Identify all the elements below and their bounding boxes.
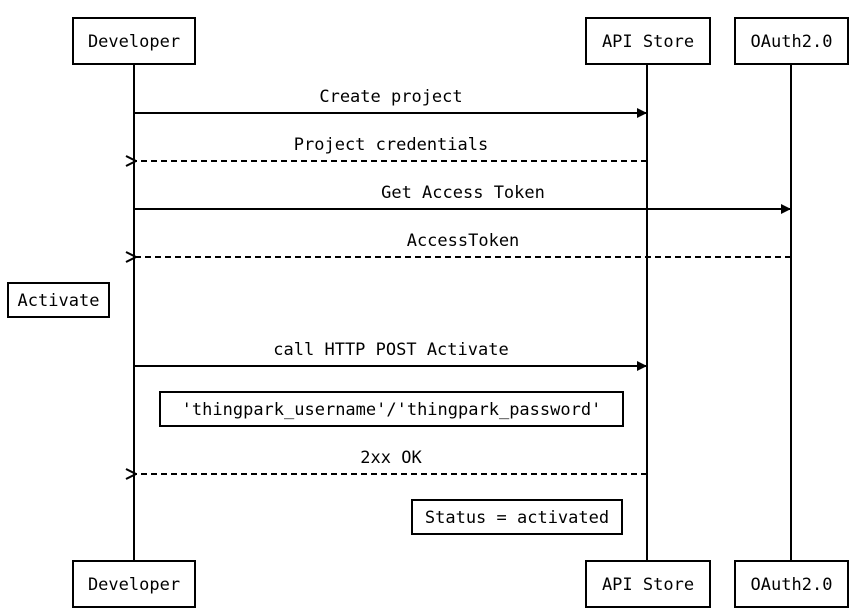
- participant-developer-top: Developer: [72, 17, 196, 65]
- participant-developer-bottom: Developer: [72, 560, 196, 608]
- message-call-http-post-activate: call HTTP POST Activate: [134, 340, 647, 371]
- message-2xx-ok: 2xx OK: [136, 448, 647, 474]
- participant-api-store-bottom: API Store: [585, 560, 711, 608]
- message-access-token: AccessToken: [136, 231, 791, 257]
- participant-label: OAuth2.0: [751, 32, 833, 52]
- note-activate: Activate: [7, 282, 110, 318]
- note-status-label: Status = activated: [425, 508, 609, 528]
- participant-label: API Store: [602, 32, 694, 52]
- message-label: AccessToken: [407, 231, 520, 251]
- note-activate-label: Activate: [18, 291, 100, 311]
- message-label: Get Access Token: [381, 183, 545, 203]
- participant-label: Developer: [88, 575, 180, 595]
- message-label: Project credentials: [294, 135, 488, 155]
- participant-label: Developer: [88, 32, 180, 52]
- message-label: Create project: [319, 87, 462, 107]
- message-create-project: Create project: [134, 87, 647, 118]
- participant-label: OAuth2.0: [751, 575, 833, 595]
- message-get-access-token: Get Access Token: [134, 183, 791, 214]
- participant-oauth-top: OAuth2.0: [734, 17, 849, 65]
- participant-oauth-bottom: OAuth2.0: [734, 560, 849, 608]
- message-label: call HTTP POST Activate: [273, 340, 508, 360]
- note-status: Status = activated: [411, 499, 623, 535]
- note-credentials: 'thingpark_username'/'thingpark_password…: [159, 391, 624, 427]
- participant-label: API Store: [602, 575, 694, 595]
- message-project-credentials: Project credentials: [136, 135, 647, 161]
- participant-api-store-top: API Store: [585, 17, 711, 65]
- message-label: 2xx OK: [360, 448, 422, 468]
- note-credentials-label: 'thingpark_username'/'thingpark_password…: [182, 400, 602, 420]
